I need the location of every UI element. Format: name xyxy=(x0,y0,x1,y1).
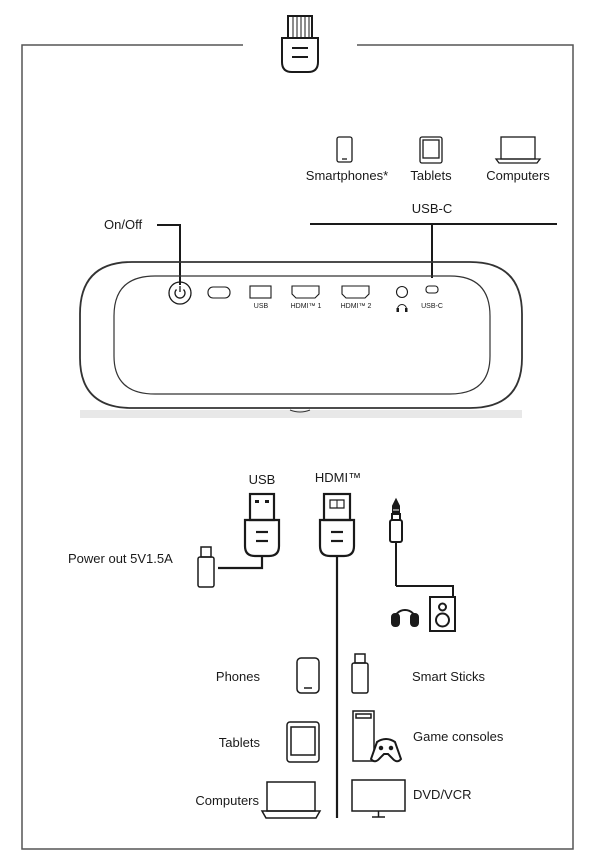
ir-sensor-port xyxy=(207,286,231,299)
tablet-device-icon xyxy=(286,721,320,763)
hdmi1-port xyxy=(291,285,320,299)
laptop-icon xyxy=(494,136,542,164)
usb-port xyxy=(249,285,272,299)
tablets-label: Tablets xyxy=(218,735,260,750)
power-button-icon[interactable] xyxy=(168,281,192,305)
game-console-icon xyxy=(352,710,403,763)
on-off-label: On/Off xyxy=(104,217,143,232)
usbc-port xyxy=(425,285,439,294)
computers-top-label: Computers xyxy=(486,168,550,183)
headphones-icon xyxy=(391,609,419,627)
tablet-icon xyxy=(419,136,443,164)
tablets-top-label: Tablets xyxy=(410,168,452,183)
outer-frame xyxy=(21,44,574,850)
projector-body xyxy=(79,261,523,418)
usb-port-label: USB xyxy=(253,303,269,310)
phone-icon xyxy=(296,657,320,694)
speaker-icon xyxy=(429,596,456,632)
usbc-label: USB-C xyxy=(411,201,453,216)
smartphone-icon xyxy=(336,136,353,163)
audio-jack-plug-icon xyxy=(389,497,454,596)
smartphones-label: Smartphones* xyxy=(305,168,389,183)
usb-cable-label: USB xyxy=(248,472,276,487)
usb-cable-plug-icon xyxy=(218,492,281,570)
smart-stick-icon xyxy=(351,653,369,694)
hdmi1-port-label: HDMI™ 1 xyxy=(290,303,322,310)
hdmi2-port-label: HDMI™ 2 xyxy=(340,303,372,310)
phones-label: Phones xyxy=(215,669,260,684)
usbc-port-label: USB-C xyxy=(421,303,443,310)
tv-monitor-icon xyxy=(351,779,406,818)
headphone-small-icon xyxy=(396,304,408,312)
usb-power-stick-icon xyxy=(197,546,215,588)
audio-jack-port xyxy=(395,285,409,299)
hdmi-plug-top-icon xyxy=(281,15,319,73)
hdmi-cable-label: HDMI™ xyxy=(314,470,362,485)
computers-label: Computers xyxy=(195,793,259,808)
hdmi-cable-plug-icon xyxy=(318,492,356,818)
game-consoles-label: Game consoles xyxy=(413,729,504,744)
smart-sticks-label: Smart Sticks xyxy=(412,669,485,684)
computer-laptop-icon xyxy=(260,781,322,819)
hdmi2-port xyxy=(341,285,370,299)
on-off-pointer xyxy=(157,224,181,285)
dvd-vcr-label: DVD/VCR xyxy=(413,787,472,802)
power-out-label: Power out 5V1.5A xyxy=(68,551,173,566)
usbc-connector-line xyxy=(310,223,557,278)
